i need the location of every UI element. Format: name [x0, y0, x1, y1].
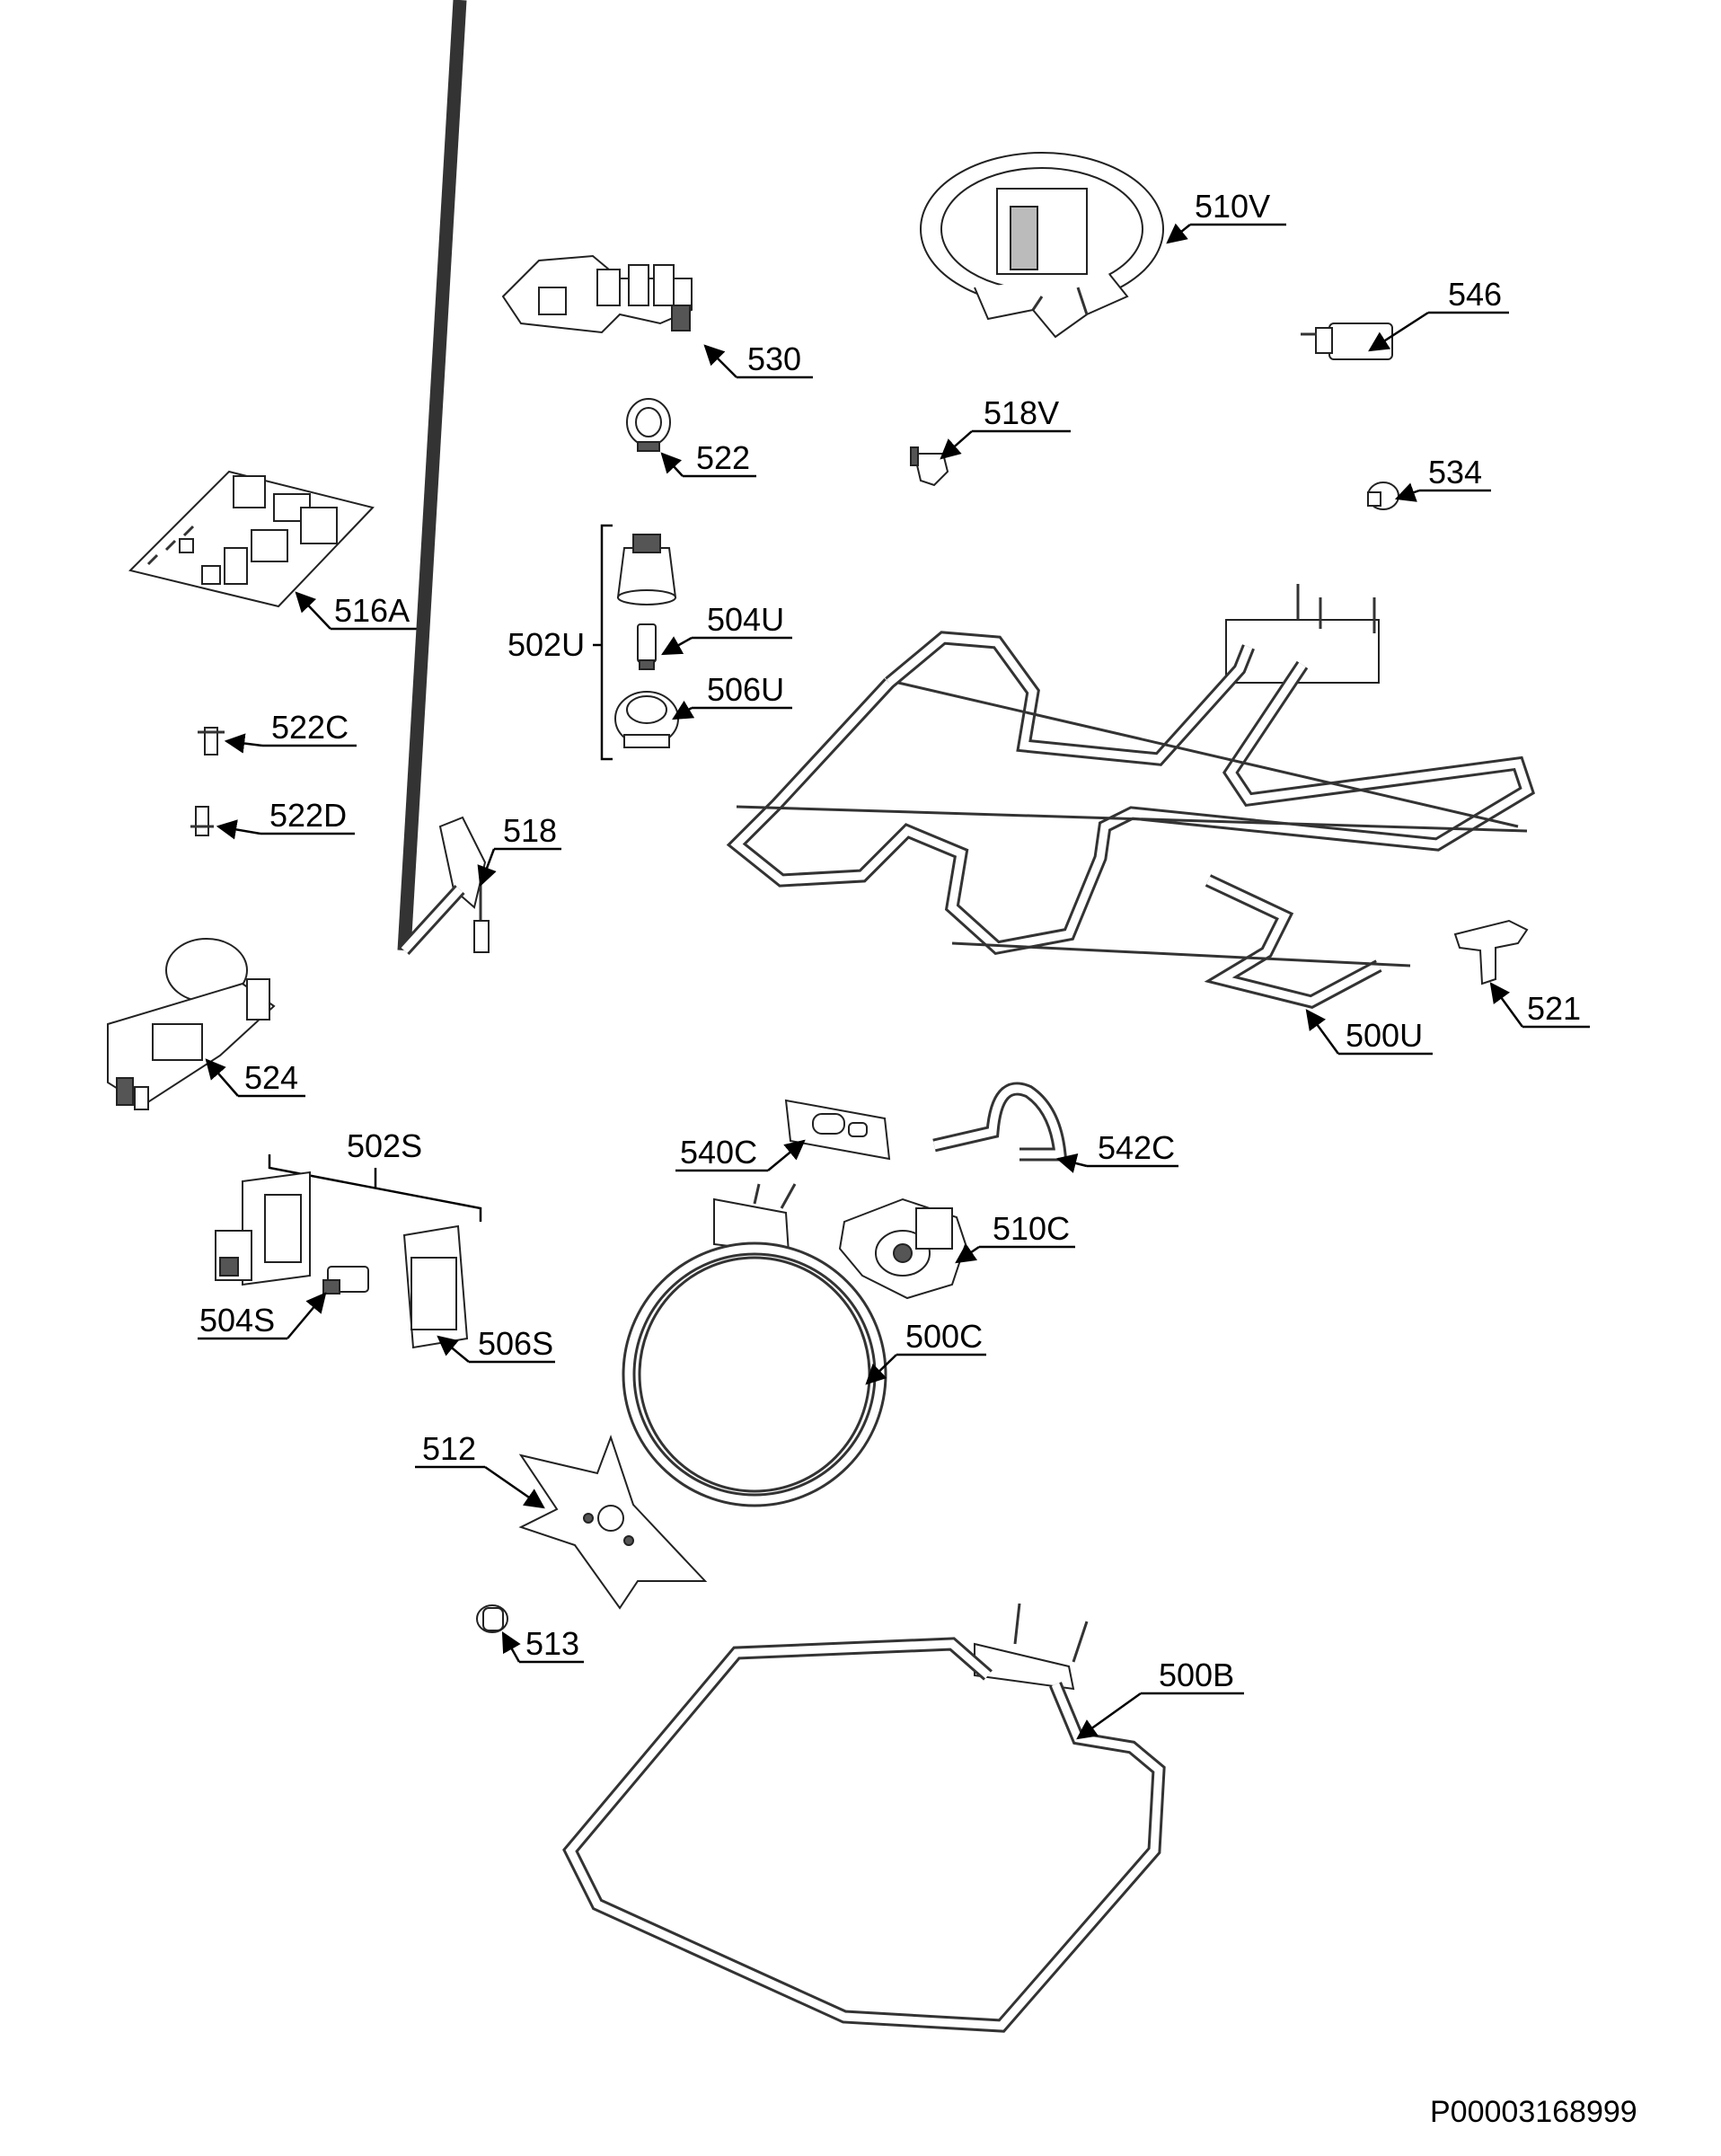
label-510C: 510C [955, 1210, 1075, 1264]
part-518V [910, 446, 949, 487]
svg-text:502S: 502S [347, 1127, 422, 1164]
svg-text:518: 518 [503, 812, 557, 849]
svg-text:502U: 502U [507, 626, 585, 663]
document-id: P00003168999 [1430, 2095, 1637, 2129]
label-512: 512 [415, 1430, 545, 1509]
label-530: 530 [703, 340, 813, 379]
svg-text:513: 513 [525, 1625, 579, 1662]
label-500C: 500C [865, 1318, 986, 1385]
label-542C: 542C [1055, 1129, 1178, 1173]
fan-motor-510C [838, 1197, 967, 1300]
part-522C [198, 727, 225, 755]
svg-text:522C: 522C [271, 709, 349, 746]
svg-text:512: 512 [422, 1430, 476, 1467]
terminal-block-530 [501, 254, 693, 334]
svg-text:522D: 522D [269, 797, 347, 834]
clip-542C [932, 1082, 1068, 1162]
svg-text:521: 521 [1527, 990, 1581, 1027]
svg-text:524: 524 [244, 1059, 298, 1096]
group-502U-bracket [593, 524, 613, 761]
svg-text:530: 530 [747, 340, 801, 377]
svg-text:516A: 516A [334, 592, 410, 629]
svg-text:500U: 500U [1346, 1017, 1423, 1054]
heating-element-500B [562, 1603, 1166, 2033]
svg-text:510C: 510C [993, 1210, 1070, 1247]
label-522D: 522D [216, 797, 355, 840]
svg-text:518V: 518V [984, 394, 1059, 431]
part-546 [1301, 323, 1393, 360]
nut-513 [476, 1604, 508, 1633]
part-522 [626, 398, 671, 452]
fan-blade-512 [518, 1435, 708, 1610]
part-522D [190, 806, 214, 836]
svg-text:534: 534 [1428, 454, 1482, 490]
label-518V: 518V [940, 394, 1071, 460]
svg-text:546: 546 [1448, 276, 1502, 313]
part-502U-knob [616, 534, 677, 605]
part-504S [322, 1266, 369, 1294]
label-506U: 506U [672, 671, 792, 720]
label-518: 518 [477, 812, 561, 888]
label-524: 524 [205, 1058, 305, 1098]
svg-text:510V: 510V [1195, 188, 1270, 225]
bracket-521 [1453, 919, 1529, 985]
label-540C: 540C [675, 1134, 806, 1172]
gasket-540C [784, 1099, 891, 1161]
part-534 [1367, 482, 1399, 510]
label-510V: 510V [1166, 188, 1286, 244]
label-504U: 504U [661, 601, 792, 656]
svg-text:522: 522 [696, 439, 750, 476]
part-506U [614, 691, 679, 748]
svg-text:500C: 500C [905, 1318, 983, 1355]
door-lock-524 [107, 938, 276, 1110]
label-522: 522 [660, 439, 756, 478]
label-546: 546 [1368, 276, 1509, 352]
label-506S: 506S [437, 1325, 555, 1364]
label-500B: 500B [1076, 1657, 1244, 1740]
svg-text:506U: 506U [707, 671, 784, 708]
part-502S-frame [215, 1171, 311, 1286]
fan-motor-510V [920, 152, 1164, 339]
label-516A: 516A [295, 591, 422, 631]
part-504U [637, 623, 657, 670]
label-502S: 502S [347, 1127, 422, 1164]
label-521: 521 [1489, 982, 1590, 1029]
label-504S: 504S [198, 1292, 327, 1340]
label-534: 534 [1394, 454, 1491, 502]
heating-element-500U [726, 584, 1536, 1009]
svg-text:506S: 506S [478, 1325, 553, 1362]
pcb-516A [128, 470, 375, 608]
svg-text:504U: 504U [707, 601, 784, 638]
label-513: 513 [501, 1625, 584, 1664]
group-502S-bracket [268, 1154, 482, 1222]
svg-text:500B: 500B [1159, 1657, 1234, 1693]
part-506S [402, 1224, 469, 1349]
svg-text:542C: 542C [1098, 1129, 1175, 1166]
svg-text:504S: 504S [199, 1302, 275, 1339]
probe-518 [397, 0, 490, 956]
label-522C: 522C [224, 709, 357, 754]
label-500U: 500U [1305, 1009, 1433, 1056]
svg-text:540C: 540C [680, 1134, 757, 1171]
label-502U: 502U [507, 626, 585, 663]
